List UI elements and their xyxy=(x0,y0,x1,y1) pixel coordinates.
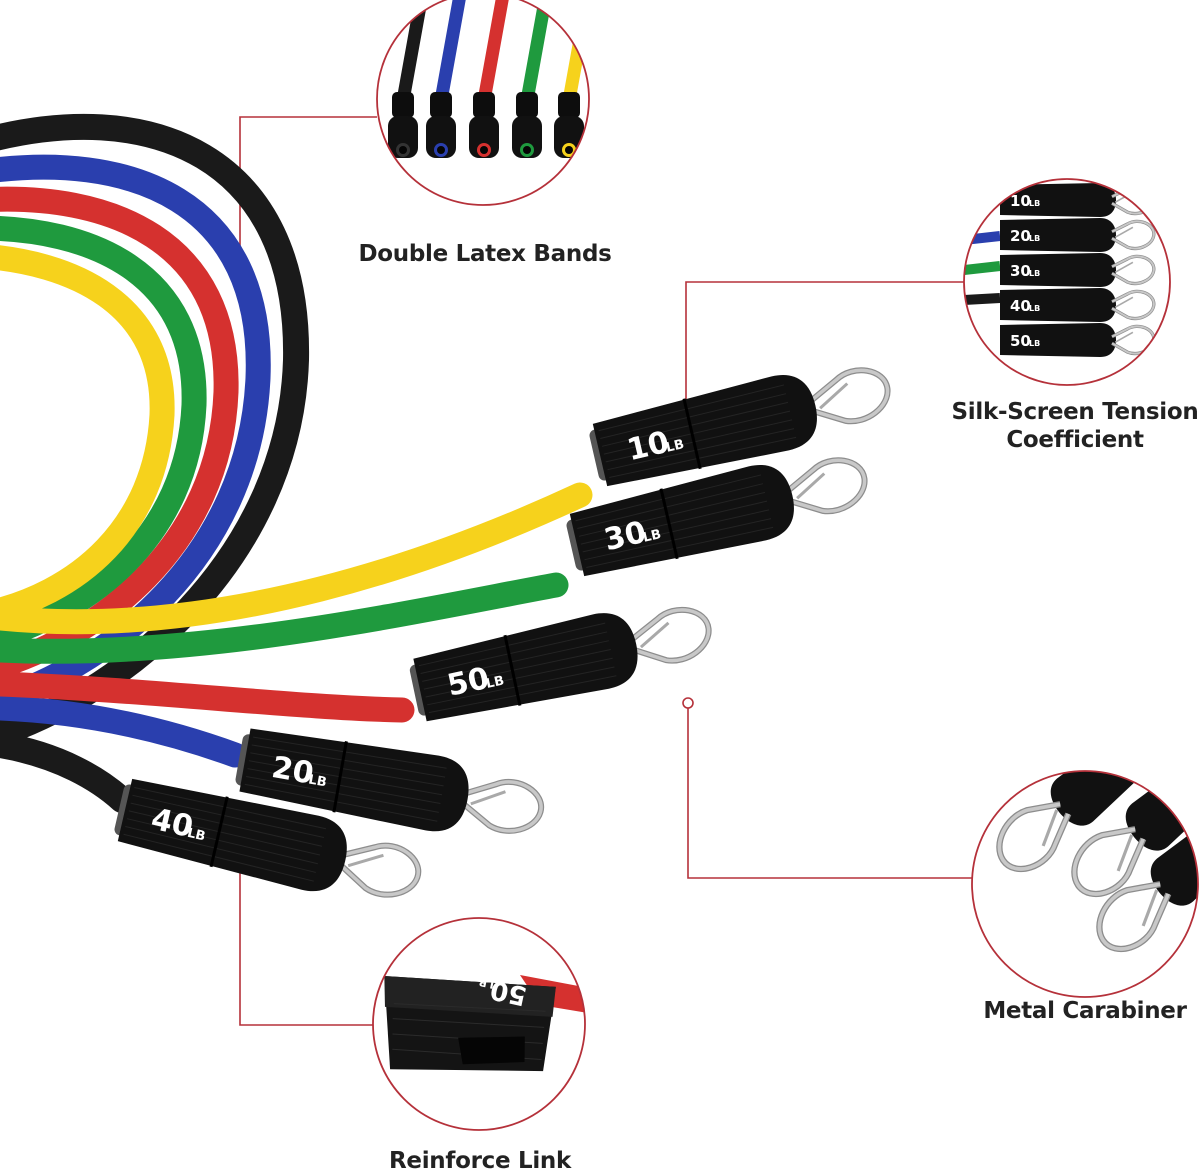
carabiner-icon xyxy=(787,457,868,515)
reinforce-closeup-value: 50 xyxy=(488,974,530,1011)
svg-text:10: 10 xyxy=(1010,192,1031,210)
band-tip xyxy=(426,0,467,158)
carabiner-webbing xyxy=(996,771,1145,873)
carabiner-icon xyxy=(1111,219,1156,251)
label-metal-carabiner: Metal Carabiner xyxy=(983,998,1187,1024)
label-reinforce-link: Reinforce Link xyxy=(389,1148,571,1174)
svg-text:LB: LB xyxy=(1029,269,1040,278)
handle-webbing xyxy=(239,728,469,832)
carabiner-icon xyxy=(1096,881,1172,953)
svg-text:30: 30 xyxy=(1010,262,1031,280)
double-latex-bands-closeup xyxy=(376,0,590,206)
carabiner-icon xyxy=(462,779,545,834)
callout-line-carabiner xyxy=(687,703,972,879)
svg-text:LB: LB xyxy=(1029,199,1040,208)
metal-carabiner-closeup xyxy=(971,770,1199,998)
svg-text:LB: LB xyxy=(1029,339,1040,348)
svg-text:20: 20 xyxy=(1010,227,1031,245)
callout-lines xyxy=(239,116,972,1026)
label-double-latex-bands: Double Latex Bands xyxy=(358,241,612,267)
svg-text:LB: LB xyxy=(1029,304,1040,313)
callout-line-reinforce xyxy=(239,838,373,1026)
callout-line-double-latex xyxy=(239,116,377,266)
label-tension-line-1: Silk-Screen Tension xyxy=(951,399,1199,425)
yellow-band xyxy=(0,245,593,635)
carabiner-icon xyxy=(631,606,712,664)
label-tension-line-2: Coefficient xyxy=(1006,427,1144,453)
reinforce-link-closeup: 50 LB xyxy=(372,917,586,1131)
carabiner-icon xyxy=(339,842,422,898)
svg-text:LB: LB xyxy=(1029,234,1040,243)
coiled-bands xyxy=(0,113,593,813)
carabiner-icon xyxy=(1111,254,1156,286)
black-band xyxy=(0,113,310,813)
callout-dot xyxy=(682,697,694,709)
svg-text:40: 40 xyxy=(1010,297,1031,315)
svg-text:50: 50 xyxy=(1010,332,1031,350)
handle-weight-unit: LB xyxy=(642,527,663,546)
handle-weight-value: 20 xyxy=(269,750,316,792)
carabiner-icon xyxy=(1071,826,1147,898)
handle-weight-value: 50 xyxy=(444,661,492,704)
handle-weight-unit: LB xyxy=(186,826,207,845)
callout-line-tension xyxy=(685,281,964,445)
carabiner-icon xyxy=(1111,289,1156,321)
handle-weight-unit: LB xyxy=(485,673,506,691)
handle-weight-unit: LB xyxy=(307,772,328,790)
green-band xyxy=(0,216,569,664)
carabiner-icon xyxy=(810,367,891,425)
reinforce-closeup-unit: LB xyxy=(478,975,496,991)
handle-weight-unit: LB xyxy=(665,437,686,456)
band-tip xyxy=(469,0,510,158)
carabiner-icon xyxy=(996,801,1072,873)
